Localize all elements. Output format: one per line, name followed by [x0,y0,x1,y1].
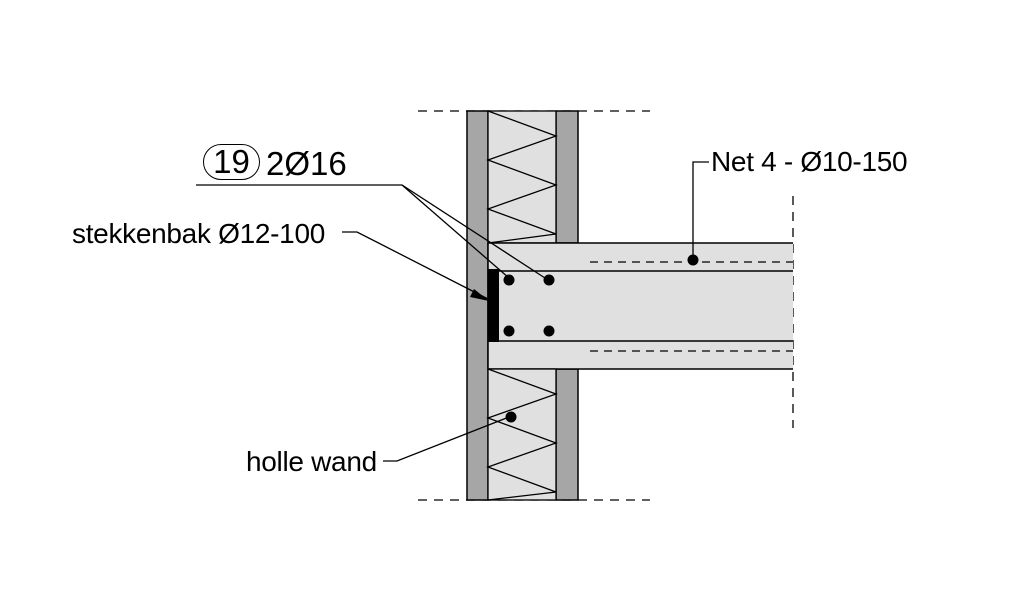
insulation-zigzag-lower [486,368,558,501]
wall-leader-dot [505,411,517,423]
floor-slab [488,243,793,369]
starter-box-leader [342,231,491,301]
mesh-leader-dot [687,254,699,266]
inner-wall-leaf-lower [555,368,579,501]
mesh-leader [692,161,709,258]
bar-leader-branch [401,184,510,279]
starter-box-label: stekkenbak Ø12-100 [72,218,325,249]
rebar-dot-bottom-left [503,325,515,337]
bar-number-circle: 19 [203,144,260,180]
cavity-wall-label: holle wand [246,446,377,477]
rebar-dot-top-left [503,274,515,286]
wall-leader [383,416,510,462]
insulation-zigzag-upper [486,110,558,244]
cavity-insulation-upper [487,110,557,244]
starter-box-arrowhead [470,289,489,301]
cavity-insulation-lower [487,368,557,501]
inner-wall-leaf-upper [555,110,579,244]
mesh-label: Net 4 - Ø10-150 [711,146,908,177]
bar-spec-label: 2Ø16 [266,145,347,182]
outer-wall-leaf [466,110,489,501]
leader-lines [196,161,709,462]
rebar-dot-top-right [543,274,555,286]
starter-box [488,269,499,342]
slab-outlines [487,242,793,370]
rebar-dot-bottom-right [543,325,555,337]
rebar-points [503,254,699,423]
